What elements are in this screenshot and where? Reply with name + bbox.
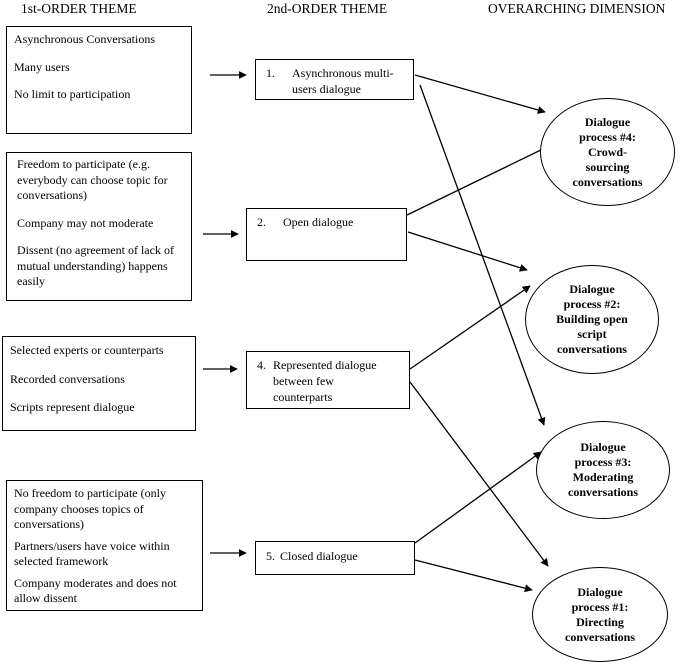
dimension-process-4: Dialogue process #4: Crowd- sourcing con…	[540, 98, 675, 206]
dimension-label: Dialogue process #1: Directing conversat…	[565, 584, 635, 644]
first-order-item: Recorded conversations	[10, 371, 125, 386]
first-order-box-3: Selected experts or counterparts Recorde…	[2, 336, 196, 431]
dialogue-number: 5.	[266, 549, 275, 563]
dialogue-label: Represented dialogue between few counter…	[273, 358, 377, 404]
first-order-item: Company moderates and does not allow dis…	[14, 575, 177, 606]
second-order-box-1: 1. Asynchronous multi-users dialogue	[255, 59, 414, 100]
first-order-box-2: Freedom to participate (e.g. everybody c…	[6, 152, 192, 301]
arrow-dialogue1-to-process4	[414, 74, 546, 114]
first-order-item: Company may not moderate	[17, 215, 154, 230]
first-order-item: No freedom to participate (only company …	[14, 486, 166, 531]
dimension-label: Dialogue process #3: Moderating conversa…	[568, 440, 638, 499]
first-order-item: Many users	[14, 59, 70, 74]
arrow-dialogue4-to-process2	[409, 285, 531, 370]
dimension-process-2: Dialogue process #2: Building open scrip…	[525, 265, 659, 374]
first-order-item: Freedom to participate (e.g. everybody c…	[17, 157, 168, 202]
line-dialogue2-to-process4	[406, 147, 546, 216]
second-order-box-4: 4. Represented dialogue between few coun…	[246, 351, 410, 409]
first-order-box-1: Asynchronous Conversations Many users No…	[6, 26, 192, 134]
header-overarching-dimension: OVERARCHING DIMENSION	[488, 1, 666, 16]
first-order-item: Dissent (no agreement of lack of mutual …	[17, 243, 174, 288]
dialogue-label: Closed dialogue	[280, 549, 358, 563]
dialogue-number: 2.	[257, 215, 266, 229]
dimension-label: Dialogue process #4: Crowd- sourcing con…	[572, 114, 643, 189]
dialogue-number: 1.	[266, 66, 275, 80]
dimension-process-1: Dialogue process #1: Directing conversat…	[532, 567, 668, 662]
dialogue-label: Asynchronous multi-users dialogue	[292, 66, 394, 96]
dimension-process-3: Dialogue process #3: Moderating conversa…	[536, 421, 670, 519]
first-order-item: Partners/users have voice within selecte…	[14, 538, 170, 569]
arrow-dialogue2-to-process2	[407, 231, 528, 272]
dimension-label: Dialogue process #2: Building open scrip…	[556, 282, 628, 356]
arrow-dialogue5-to-process1	[414, 559, 533, 593]
dialogue-number: 4.	[257, 358, 266, 372]
second-order-box-2: 2. Open dialogue	[246, 208, 407, 261]
header-second-order: 2nd-ORDER THEME	[267, 1, 388, 16]
first-order-box-4: No freedom to participate (only company …	[6, 480, 203, 611]
dialogue-label: Open dialogue	[283, 215, 354, 229]
first-order-item: No limit to participation	[14, 87, 131, 101]
arrow-dialogue4-to-process1	[409, 381, 549, 567]
first-order-item: Asynchronous Conversations	[14, 32, 155, 46]
header-first-order: 1st-ORDER THEME	[21, 1, 137, 16]
arrow-dialogue5-to-process3	[414, 451, 542, 544]
second-order-box-5: 5. Closed dialogue	[255, 541, 415, 575]
first-order-item: Scripts represent dialogue	[10, 400, 135, 414]
first-order-item: Selected experts or counterparts	[10, 343, 164, 357]
